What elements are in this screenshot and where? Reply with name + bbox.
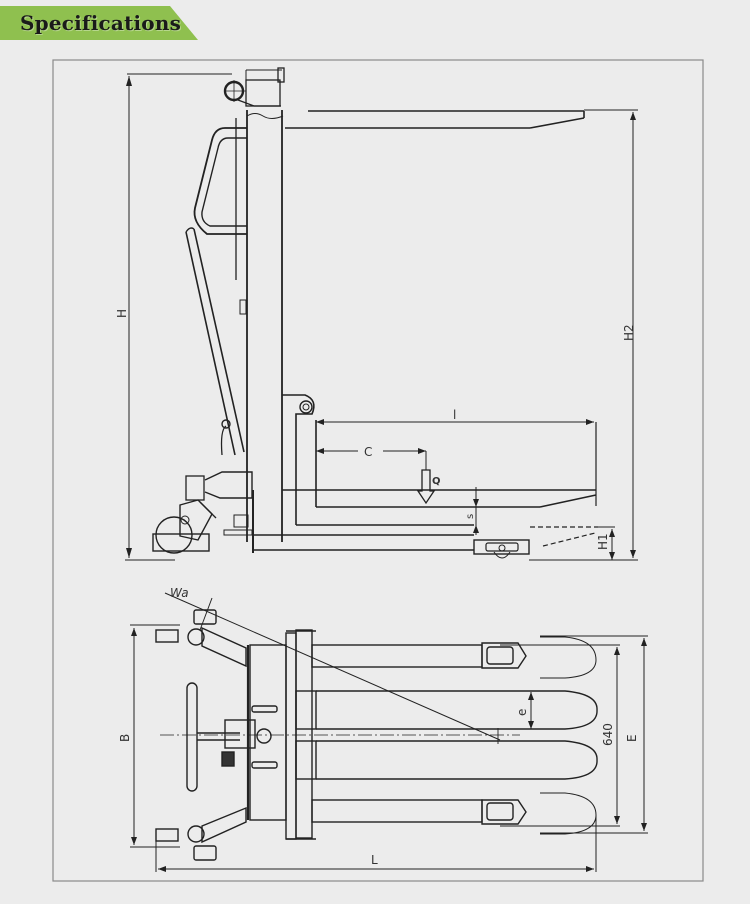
- top-view: [130, 592, 648, 872]
- dim-label-E: E: [625, 734, 639, 742]
- dim-label-H2: H2: [622, 324, 636, 341]
- dim-label-l: l: [453, 408, 456, 422]
- dim-label-e: e: [515, 709, 529, 716]
- section-title: Specifications: [20, 11, 182, 35]
- dim-label-640: 640: [601, 723, 615, 746]
- dim-label-H: H: [115, 309, 129, 318]
- section-banner: Specifications: [0, 6, 200, 42]
- dim-label-Wa: Wa: [170, 586, 189, 600]
- dim-label-H1: H1: [596, 533, 610, 550]
- dim-label-s: s: [465, 514, 476, 519]
- dim-label-L: L: [371, 853, 378, 867]
- side-view: [125, 67, 638, 561]
- banner-shape: [0, 6, 198, 40]
- dim-label-B: B: [118, 734, 132, 742]
- drawing-frame: [52, 59, 704, 882]
- dim-label-C: C: [364, 445, 372, 459]
- dim-label-Q: Q: [432, 476, 441, 487]
